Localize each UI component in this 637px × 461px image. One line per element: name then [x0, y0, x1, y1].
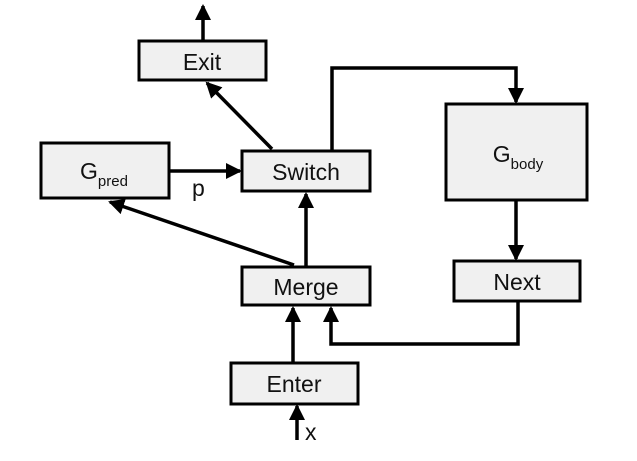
- gbody-node: Gbody: [444, 102, 589, 202]
- next-to-merge-arrow: [323, 301, 520, 346]
- exit-label: Exit: [183, 49, 222, 75]
- edge-label-p: p: [192, 175, 205, 201]
- gpred-node: Gpred: [39, 141, 171, 200]
- switch-to-gbody-arrow: [330, 66, 524, 151]
- exit-node: Exit: [137, 39, 268, 82]
- switch-node: Switch: [240, 149, 372, 193]
- gbody-main: G: [493, 141, 511, 167]
- edge-label-x: x: [305, 419, 317, 445]
- gbody-sub: body: [511, 156, 544, 173]
- gpred-main: G: [80, 158, 98, 184]
- enter-label: Enter: [267, 371, 322, 397]
- merge-to-gpred-arrow: [108, 198, 295, 267]
- merge-node: Merge: [240, 265, 372, 307]
- gbody-label: Gbody: [493, 141, 544, 173]
- gpred-label: Gpred: [80, 158, 128, 190]
- enter-node: Enter: [229, 361, 360, 406]
- switch-to-exit-arrow: [205, 81, 274, 151]
- switch-label: Switch: [272, 159, 340, 185]
- next-label: Next: [493, 269, 541, 295]
- next-node: Next: [452, 259, 582, 303]
- gpred-sub: pred: [98, 173, 128, 190]
- merge-label: Merge: [273, 274, 338, 300]
